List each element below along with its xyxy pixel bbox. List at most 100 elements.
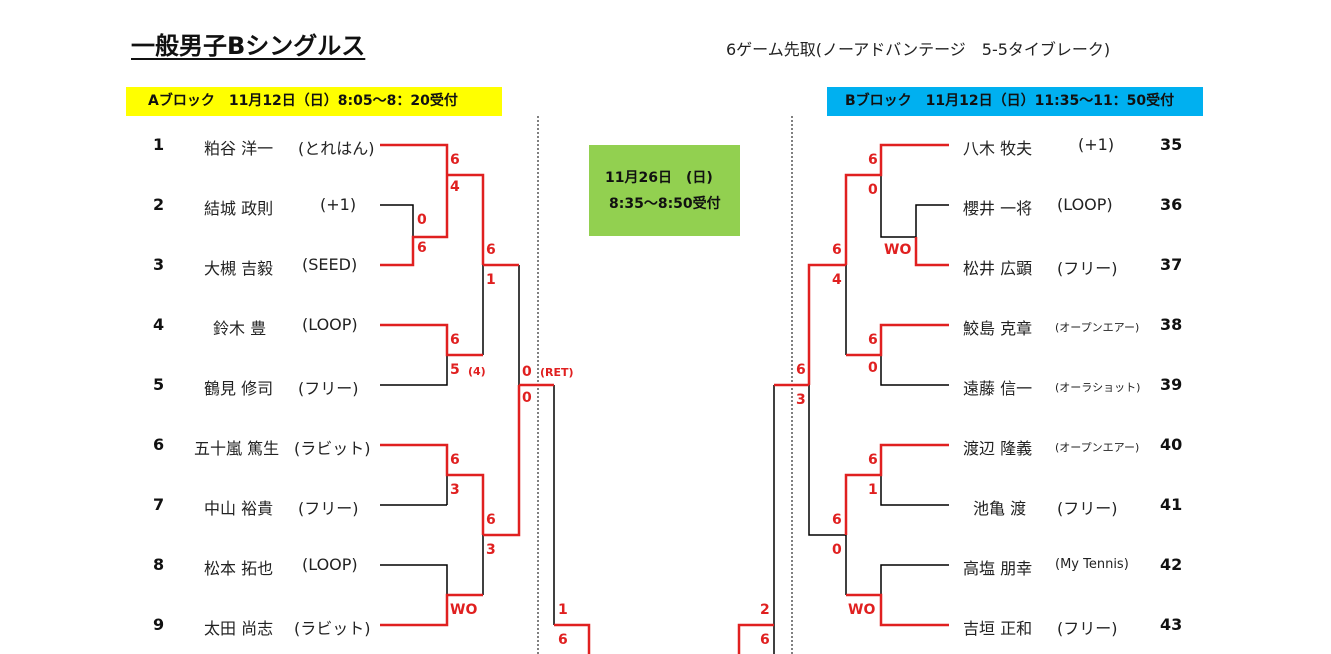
score: 0 bbox=[417, 212, 427, 228]
line-p1 bbox=[380, 143, 449, 175]
player-no: 8 bbox=[153, 555, 165, 574]
player-club: (フリー) bbox=[1057, 499, 1118, 518]
player-club: (+1) bbox=[1078, 135, 1115, 154]
player-no: 9 bbox=[153, 615, 165, 634]
line-p6 bbox=[380, 443, 485, 535]
score: 6 bbox=[760, 632, 770, 648]
player-name: 五十嵐 篤生 bbox=[194, 439, 280, 458]
score: 6 bbox=[486, 512, 496, 528]
player-no: 42 bbox=[1160, 555, 1183, 574]
line-p41 bbox=[880, 475, 949, 506]
player-club: (LOOP) bbox=[302, 555, 358, 574]
score: 6 bbox=[868, 332, 878, 348]
score-tiebreak: (4) bbox=[468, 365, 486, 378]
line-p2 bbox=[380, 204, 414, 237]
player-name: 渡辺 隆義 bbox=[963, 439, 1033, 458]
player-club: (LOOP) bbox=[1057, 195, 1113, 214]
line-p4 bbox=[380, 323, 483, 357]
player-name: 松井 広顕 bbox=[963, 259, 1033, 278]
score: 0 bbox=[868, 360, 878, 376]
score: 6 bbox=[486, 242, 496, 258]
match-rule-text: 6ゲーム先取(ノーアドバンテージ 5-5タイブレーク) bbox=[726, 40, 1111, 59]
player-no: 36 bbox=[1160, 195, 1183, 214]
score: 0 bbox=[522, 364, 532, 380]
score: 4 bbox=[450, 179, 460, 195]
player-club: (とれはん) bbox=[298, 139, 375, 158]
score-walkover: WO bbox=[450, 602, 478, 618]
score: 6 bbox=[417, 240, 427, 256]
score: 6 bbox=[832, 512, 842, 528]
line-p3 bbox=[380, 175, 449, 267]
score: 4 bbox=[832, 272, 842, 288]
score-walkover: WO bbox=[848, 602, 876, 618]
line-p37 bbox=[914, 237, 949, 267]
player-no: 2 bbox=[153, 195, 165, 214]
score: 6 bbox=[450, 332, 460, 348]
line-p9 bbox=[380, 593, 483, 627]
line-p42 bbox=[880, 564, 949, 595]
player-no: 1 bbox=[153, 135, 165, 154]
player-name: 池亀 渡 bbox=[973, 499, 1027, 518]
page-title: 一般男子Bシングルス bbox=[131, 32, 366, 60]
score: 6 bbox=[832, 242, 842, 258]
score: 3 bbox=[796, 392, 806, 408]
player-name: 遠藤 信一 bbox=[963, 379, 1033, 398]
player-no: 5 bbox=[153, 375, 165, 394]
score: 3 bbox=[486, 542, 496, 558]
player-club: (My Tennis) bbox=[1055, 557, 1129, 572]
score-walkover: WO bbox=[884, 242, 912, 258]
line-r2-p35 bbox=[880, 175, 916, 238]
final-time: 8:35～8:50受付 bbox=[609, 196, 721, 212]
line-final-right-b bbox=[737, 623, 774, 654]
player-name: 鈴木 豊 bbox=[213, 319, 267, 338]
block-b-header: Bブロック 11月12日（日）11:35～11：50受付 bbox=[827, 87, 1203, 116]
player-no: 3 bbox=[153, 255, 165, 274]
player-club: (フリー) bbox=[1057, 259, 1118, 278]
player-club: (フリー) bbox=[1057, 619, 1118, 638]
player-no: 4 bbox=[153, 315, 165, 334]
score: 6 bbox=[558, 632, 568, 648]
player-name: 八木 牧夫 bbox=[963, 139, 1033, 158]
score: 1 bbox=[868, 482, 878, 498]
player-club: (ラビット) bbox=[294, 439, 371, 458]
player-club: (SEED) bbox=[302, 255, 358, 274]
score: 0 bbox=[868, 182, 878, 198]
score: 6 bbox=[796, 362, 806, 378]
score: 0 bbox=[522, 390, 532, 406]
player-name: 櫻井 一将 bbox=[963, 199, 1033, 218]
score-retired: (RET) bbox=[540, 366, 574, 379]
score: 6 bbox=[868, 152, 878, 168]
player-no: 35 bbox=[1160, 135, 1183, 154]
player-name: 吉垣 正和 bbox=[963, 619, 1033, 638]
line-p40 bbox=[844, 443, 949, 535]
line-p35 bbox=[844, 143, 949, 265]
score: 0 bbox=[832, 542, 842, 558]
line-p36 bbox=[915, 204, 949, 237]
line-p38 bbox=[846, 323, 949, 357]
line-p39 bbox=[880, 355, 949, 386]
player-name: 太田 尚志 bbox=[204, 619, 274, 638]
score: 6 bbox=[450, 452, 460, 468]
score: 3 bbox=[450, 482, 460, 498]
player-name: 結城 政則 bbox=[204, 199, 274, 218]
line-p8 bbox=[380, 564, 448, 595]
player-no: 7 bbox=[153, 495, 165, 514]
line-r2-a bbox=[447, 173, 485, 265]
player-no: 40 bbox=[1160, 435, 1183, 454]
player-club: (LOOP) bbox=[302, 315, 358, 334]
line-final-left-b bbox=[554, 623, 591, 654]
player-club: (オープンエアー) bbox=[1055, 321, 1140, 334]
final-date: 11月26日 (日) bbox=[605, 170, 713, 186]
player-name: 鶴見 修司 bbox=[204, 379, 274, 398]
player-no: 38 bbox=[1160, 315, 1183, 334]
player-club: (フリー) bbox=[298, 499, 359, 518]
player-no: 43 bbox=[1160, 615, 1183, 634]
line-p5 bbox=[380, 355, 448, 386]
player-name: 粕谷 洋一 bbox=[204, 139, 274, 158]
player-name: 高塩 朋幸 bbox=[963, 559, 1033, 578]
score: 1 bbox=[558, 602, 568, 618]
score: 5 bbox=[450, 362, 460, 378]
score: 6 bbox=[868, 452, 878, 468]
line-r3-a-right bbox=[807, 263, 846, 385]
